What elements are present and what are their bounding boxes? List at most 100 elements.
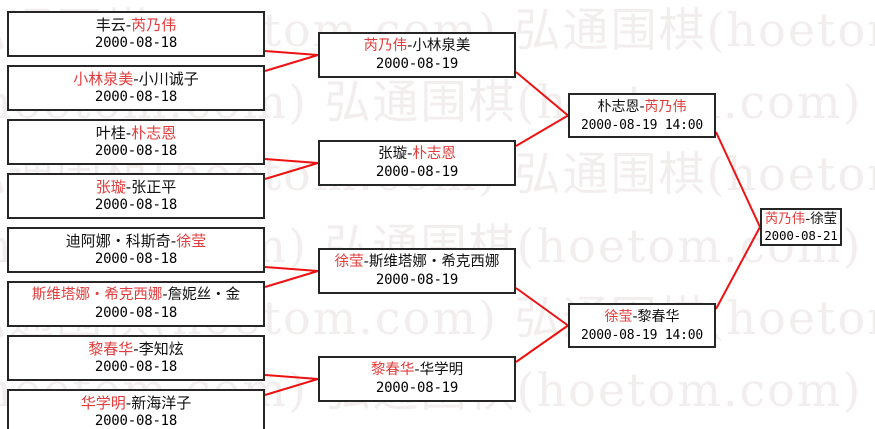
match-date: 2000-08-18 [94,197,178,213]
connector-line [715,131,761,228]
match-players: 斯维塔娜・希克西娜-詹妮丝・金 [32,286,240,305]
match-date: 2000-08-18 [94,35,178,51]
player-right: 斯维塔娜・希克西娜 [368,254,500,270]
connector-line [264,374,319,380]
player-right: 朴志恩 [131,124,177,142]
versus-separator: - [125,124,132,142]
match-date: 2000-08-18 [94,305,178,321]
connector-line [264,378,319,396]
connector-line [264,50,319,56]
connector-line [515,71,569,117]
connector-line [264,266,319,272]
player-right: 朴志恩 [412,146,456,162]
player-left: 叶桂 [95,124,126,142]
player-left: 华学明 [80,394,126,412]
versus-separator: - [125,16,132,34]
match-date: 2000-08-19 [375,164,459,180]
match-date: 2000-08-19 [375,380,459,396]
player-right: 芮乃伟 [644,98,687,115]
versus-separator: - [125,394,132,412]
player-left: 张璇 [378,146,408,162]
player-left: 芮乃伟 [764,211,806,227]
connector-line [264,54,319,72]
versus-separator: - [363,254,369,270]
versus-separator: - [133,70,139,88]
match-players: 丰云-芮乃伟 [96,16,176,35]
player-left: 徐莹 [334,254,364,270]
match-players: 华学明-新海洋子 [81,394,191,413]
versus-separator: - [639,98,645,115]
player-right: 黎春华 [637,308,680,325]
connector-line [515,114,569,147]
player-right: 新海洋子 [131,394,192,412]
player-left: 斯维塔娜・希克西娜 [31,287,163,303]
versus-separator: - [133,340,139,358]
versus-separator: - [407,146,413,162]
match-players: 芮乃伟-徐莹 [765,211,837,228]
player-left: 黎春华 [370,362,415,378]
match-players: 芮乃伟-小林泉美 [364,37,471,56]
match-players: 黎春华-华学明 [371,361,463,380]
match-date: 2000-08-18 [94,143,178,159]
player-right: 张正平 [131,178,177,196]
player-right: 华学明 [419,362,464,378]
connector-line [515,324,569,363]
player-right: 芮乃伟 [131,16,177,34]
player-left: 张璇 [95,178,126,196]
player-left: 丰云 [95,16,126,34]
match-date: 2000-08-18 [94,359,178,375]
player-right: 詹妮丝・金 [167,287,241,303]
player-left: 迪阿娜・科斯奇 [65,232,171,250]
match-players: 朴志恩-芮乃伟 [597,98,686,117]
connector-line [264,158,319,164]
match-players: 张璇-张正平 [96,178,176,197]
versus-separator: - [407,38,413,54]
player-right: 小川诚子 [138,70,199,88]
versus-separator: - [632,308,638,325]
match-players: 叶桂-朴志恩 [96,124,176,143]
player-left: 黎春华 [88,340,134,358]
player-right: 小林泉美 [412,38,471,54]
match-players: 迪阿娜・科斯奇-徐莹 [66,232,206,251]
player-right: 李知炫 [138,340,184,358]
match-date: 2000-08-19 [375,272,459,288]
match-date: 2000-08-21 [764,228,838,243]
match-date: 2000-08-18 [94,251,178,267]
player-left: 芮乃伟 [363,38,408,54]
connector-line [264,270,319,288]
player-left: 小林泉美 [73,70,134,88]
versus-separator: - [162,287,168,303]
versus-separator: - [414,362,420,378]
player-left: 朴志恩 [597,98,640,115]
connector-line [515,287,569,327]
match-date: 2000-08-19 14:00 [580,117,704,133]
match-date: 2000-08-18 [94,89,178,105]
match-players: 徐莹-斯维塔娜・希克西娜 [335,253,500,272]
match-date: 2000-08-18 [94,413,178,429]
versus-separator: - [805,211,811,227]
player-right: 徐莹 [810,211,838,227]
match-players: 徐莹-黎春华 [604,308,679,327]
match-players: 小林泉美-小川诚子 [73,70,198,89]
versus-separator: - [170,232,177,250]
match-players: 张璇-朴志恩 [378,145,456,164]
player-left: 徐莹 [604,308,633,325]
match-date: 2000-08-19 14:00 [580,327,704,343]
connector-line [264,162,319,180]
